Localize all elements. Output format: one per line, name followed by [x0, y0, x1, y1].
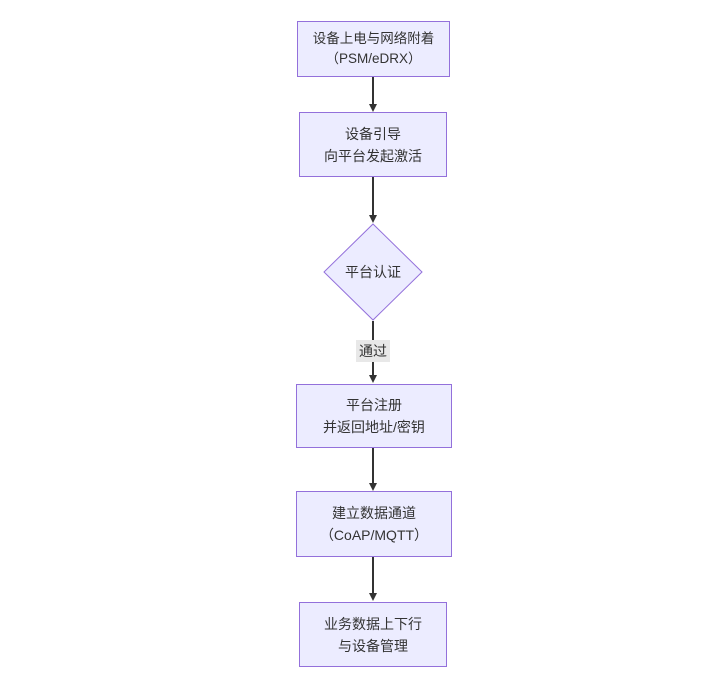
- arrowhead-icon: [369, 483, 377, 491]
- node-line: 与设备管理: [338, 637, 408, 654]
- arrow-down-icon: [368, 557, 378, 601]
- node-line: 平台注册: [346, 397, 402, 413]
- node-line: （PSM/eDRX）: [325, 51, 422, 66]
- node-line: 业务数据上下行: [324, 615, 422, 632]
- arrow-down-icon: [368, 77, 378, 112]
- node-data-channel: 建立数据通道 （CoAP/MQTT）: [296, 491, 452, 557]
- arrow-down-icon: [368, 448, 378, 491]
- edge-label-pass: 通过: [356, 340, 390, 362]
- node-line: 设备引导: [345, 125, 401, 142]
- arrow-shaft: [372, 77, 374, 104]
- arrow-down-icon: [368, 177, 378, 223]
- arrowhead-icon: [369, 593, 377, 601]
- node-device-power-on: 设备上电与网络附着 （PSM/eDRX）: [297, 21, 450, 77]
- arrow-shaft: [372, 557, 374, 593]
- node-business-data: 业务数据上下行 与设备管理: [299, 602, 447, 667]
- arrow-shaft: [372, 177, 374, 215]
- arrow-shaft: [372, 448, 374, 483]
- node-device-bootstrap: 设备引导 向平台发起激活: [299, 112, 447, 177]
- node-line: 设备上电与网络附着: [312, 31, 435, 46]
- arrowhead-icon: [369, 104, 377, 112]
- node-line: （CoAP/MQTT）: [319, 527, 429, 543]
- node-line: 建立数据通道: [332, 505, 416, 521]
- node-line: 并返回地址/密钥: [323, 419, 425, 435]
- node-line: 向平台发起激活: [324, 147, 422, 164]
- arrowhead-icon: [369, 375, 377, 383]
- node-line: 平台认证: [345, 264, 401, 280]
- diamond-shape: [323, 223, 423, 321]
- node-platform-register: 平台注册 并返回地址/密钥: [296, 384, 452, 448]
- arrowhead-icon: [369, 215, 377, 223]
- decision-platform-auth: 平台认证: [323, 223, 423, 321]
